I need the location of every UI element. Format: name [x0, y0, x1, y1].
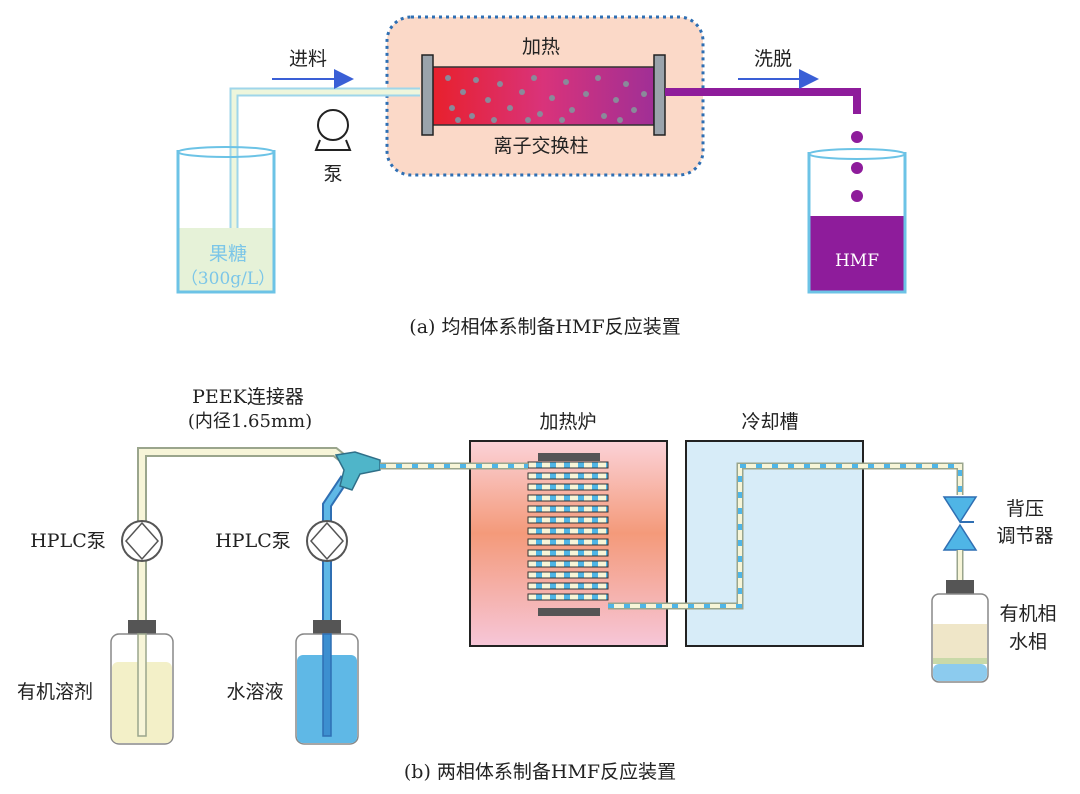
- feed-content-label: 果糖: [209, 243, 247, 265]
- column-cap-right: [653, 54, 666, 136]
- water-solution-bottle: [295, 620, 359, 745]
- organic-solvent-bottle: [110, 620, 174, 745]
- column-cap-left: [421, 54, 434, 136]
- back-pressure-valve-icon: [942, 496, 978, 551]
- hplc-pump-left-icon: [121, 520, 163, 562]
- elute-label: 洗脱: [754, 48, 792, 70]
- resin-beads: [445, 75, 647, 123]
- connector-label: PEEK连接器: [192, 386, 304, 408]
- coil-cap-top: [538, 453, 600, 461]
- back-pressure-label-line1: 背压: [1006, 498, 1044, 520]
- hplc-pump-left-label: HPLC泵: [30, 530, 106, 552]
- product-droplets: [851, 131, 863, 202]
- connector-spec-label: (内径1.65mm): [188, 411, 312, 432]
- heat-label: 加热: [522, 36, 560, 58]
- aqueous-phase-label: 水相: [1009, 631, 1047, 653]
- organic-phase-label: 有机相: [999, 603, 1056, 625]
- column-body: [431, 66, 655, 126]
- back-pressure-label-line2: 调节器: [996, 525, 1053, 547]
- collection-bottle: [931, 580, 989, 683]
- caption-a: (a) 均相体系制备HMF反应装置: [409, 316, 680, 338]
- feed-label: 进料: [289, 48, 327, 70]
- organic-solvent-label: 有机溶剂: [17, 681, 93, 703]
- feed-concentration-label: （300g/L）: [181, 269, 275, 289]
- caption-b: (b) 两相体系制备HMF反应装置: [404, 761, 676, 783]
- column-label: 离子交换柱: [493, 135, 588, 157]
- feed-liquid: [178, 228, 274, 292]
- panel-a: 果糖 （300g/L） 泵 进料 加热 离子交换柱: [176, 15, 907, 338]
- furnace-label: 加热炉: [539, 411, 596, 433]
- outlet-tube: [665, 88, 861, 114]
- panel-b: PEEK连接器 (内径1.65mm) HPLC泵 HPLC泵: [17, 386, 1057, 783]
- flow-line: [380, 462, 964, 610]
- product-beaker: [807, 152, 907, 294]
- pump-label: 泵: [323, 163, 342, 185]
- hplc-pump-right-icon: [306, 520, 348, 562]
- pump-icon: [314, 109, 352, 151]
- cooling-bath: [685, 440, 864, 647]
- product-label: HMF: [835, 251, 879, 271]
- product-liquid: [809, 216, 905, 292]
- hplc-pump-right-label: HPLC泵: [215, 530, 291, 552]
- peek-connector-icon: [334, 451, 381, 491]
- coil-cap-bottom: [538, 608, 600, 616]
- water-solution-label: 水溶液: [226, 681, 283, 703]
- feed-beaker: [176, 150, 276, 294]
- reactor-coil: [527, 461, 609, 601]
- cooling-label: 冷却槽: [741, 411, 798, 433]
